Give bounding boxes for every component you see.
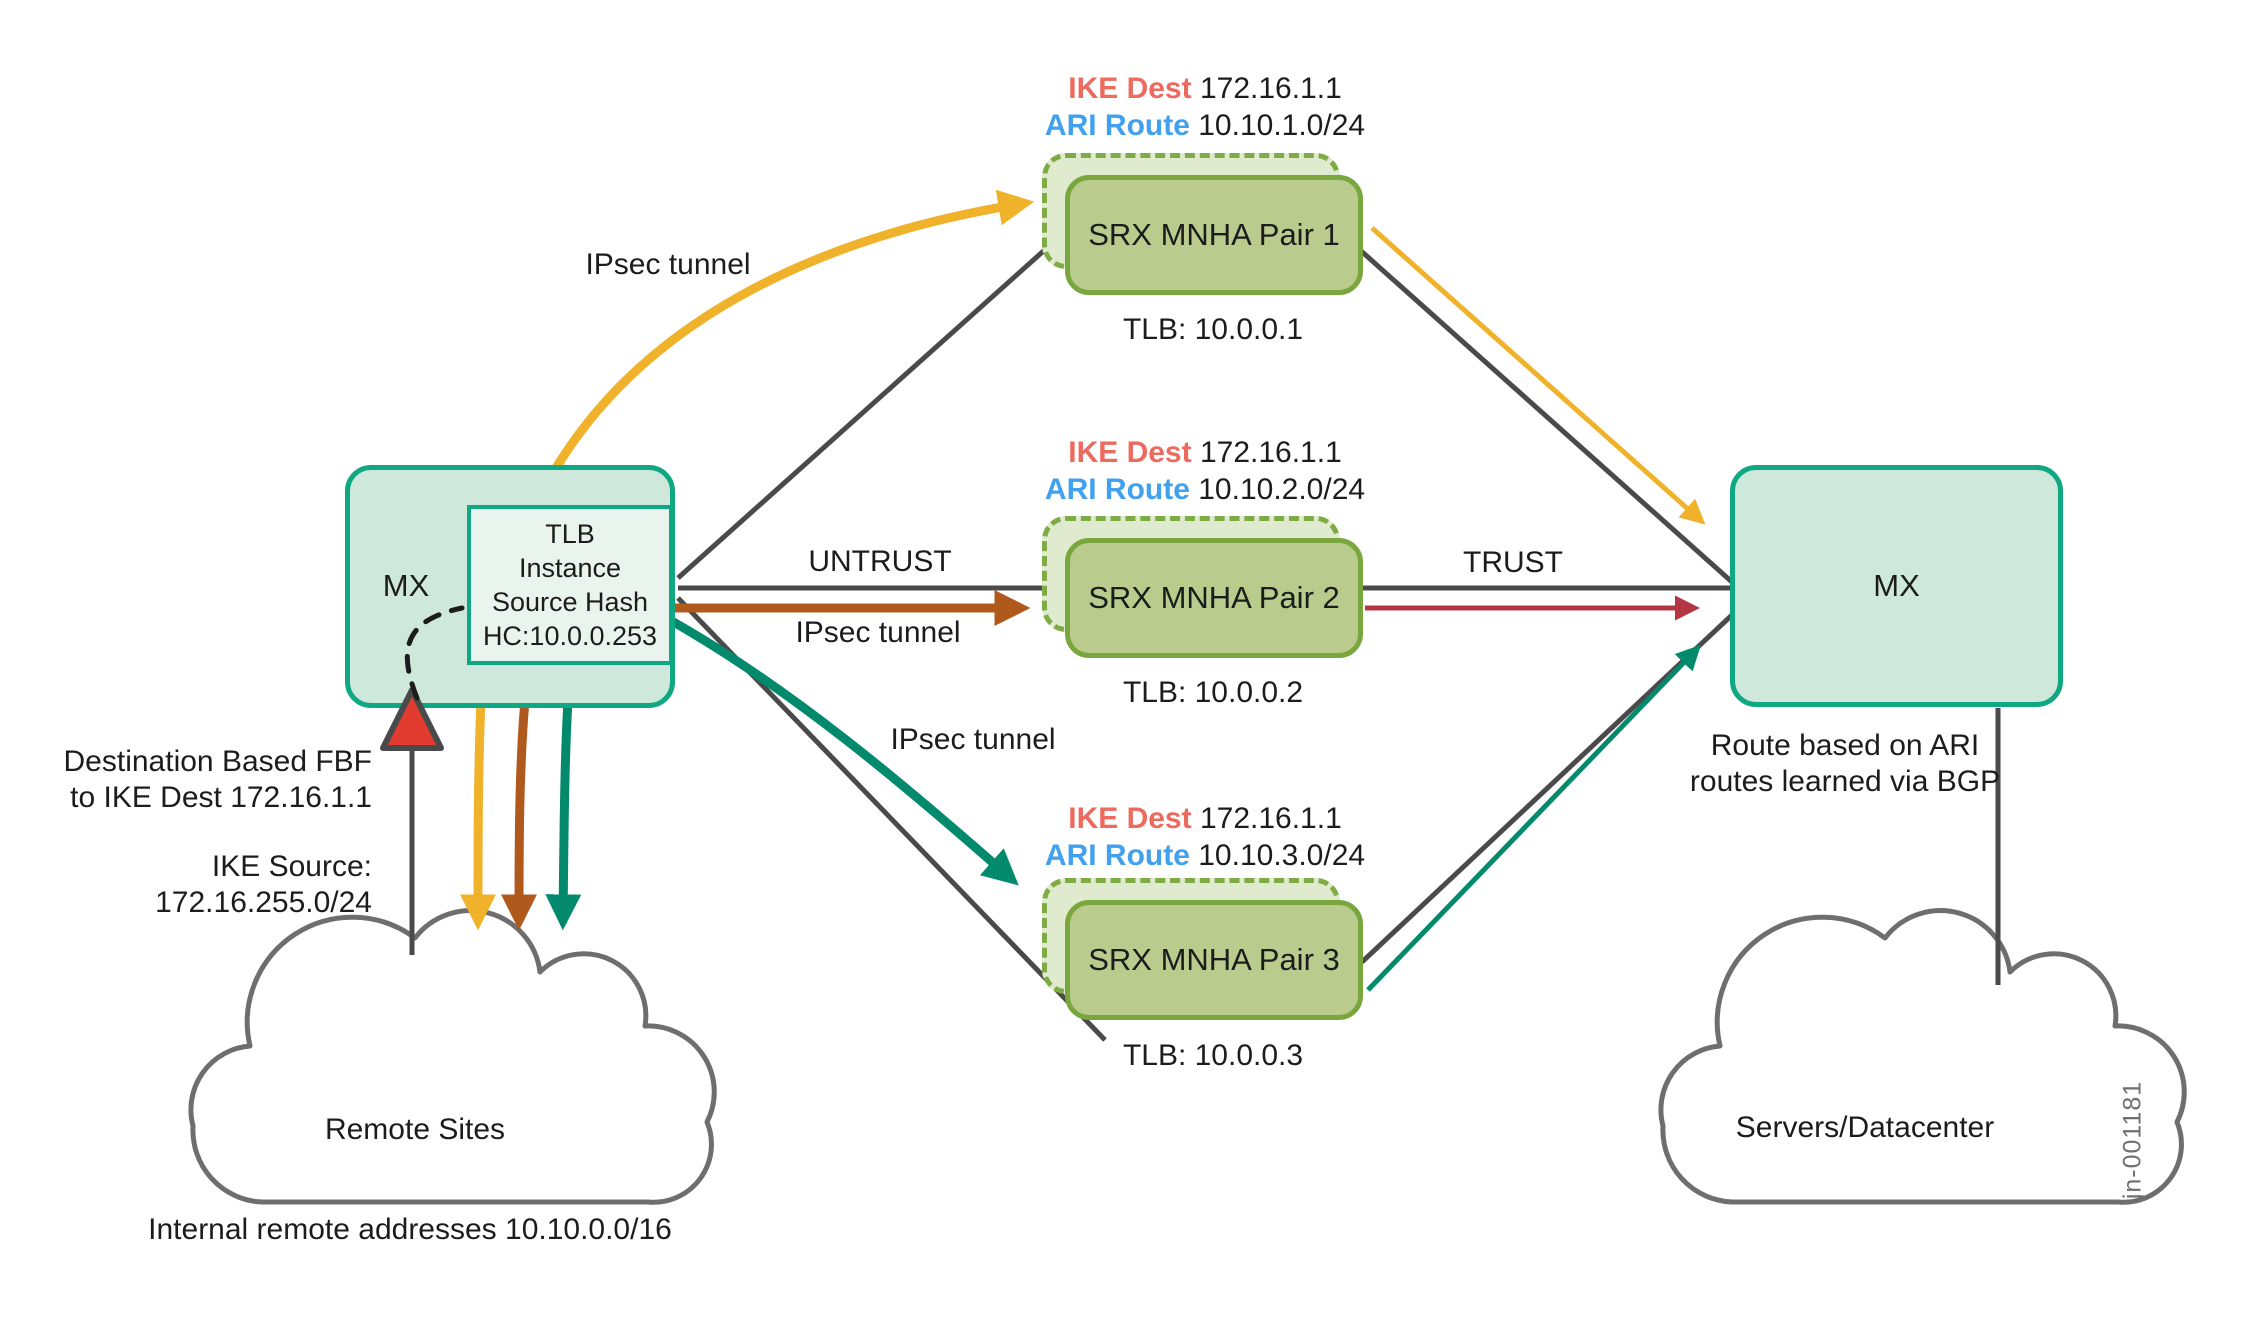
right-mx-node: MX: [1730, 465, 2063, 707]
right-mx-label: MX: [1873, 568, 1920, 603]
srx-pair2-node: SRX MNHA Pair 2: [1065, 538, 1363, 658]
pair2-caption: IKE Dest 172.16.1.1 ARI Route 10.10.2.0/…: [905, 434, 1505, 508]
pair1-ike-line: IKE Dest 172.16.1.1: [905, 70, 1505, 107]
fbf-annotation: Destination Based FBF to IKE Dest 172.16…: [40, 744, 372, 816]
datacenter-label: Servers/Datacenter: [1735, 1111, 1995, 1144]
srx-pair1-node: SRX MNHA Pair 1: [1065, 175, 1363, 295]
untrust-label: UNTRUST: [808, 545, 952, 578]
flow-pair1-to-mx-yellow-arrow: [1370, 226, 1706, 525]
ipsec-tunnel-2-label: IPsec tunnel: [795, 616, 961, 649]
ike-source-annotation: IKE Source: 172.16.255.0/24: [40, 849, 372, 921]
srx-pair2-label: SRX MNHA Pair 2: [1088, 580, 1340, 615]
ipsec-tunnel-3-label: IPsec tunnel: [890, 723, 1056, 756]
ipsec-tunnel-3-arrow: [667, 616, 1019, 886]
figure-id-watermark: jn-001181: [2118, 1080, 2147, 1200]
right-mx-caption-line2: routes learned via BGP: [1689, 765, 2001, 798]
ari-route-value: 10.10.1.0/24: [1198, 109, 1366, 142]
srx-pair3-label: SRX MNHA Pair 3: [1088, 942, 1340, 977]
ike-dest-label: IKE Dest: [1068, 436, 1192, 469]
srx-pair1-label: SRX MNHA Pair 1: [1088, 217, 1340, 252]
pair2-ike-line: IKE Dest 172.16.1.1: [905, 434, 1505, 471]
pair1-ari-line: ARI Route 10.10.1.0/24: [905, 107, 1505, 144]
right-mx-caption-line1: Route based on ARI: [1710, 729, 1980, 762]
remote-sites-label: Remote Sites: [324, 1113, 506, 1146]
pair3-ike-line: IKE Dest 172.16.1.1: [905, 800, 1505, 837]
ari-route-label: ARI Route: [1044, 109, 1190, 142]
pair3-caption: IKE Dest 172.16.1.1 ARI Route 10.10.3.0/…: [905, 800, 1505, 874]
tlb-line: Source Hash: [491, 587, 649, 617]
ike-dest-label: IKE Dest: [1068, 802, 1192, 835]
ari-route-value: 10.10.2.0/24: [1198, 473, 1366, 506]
flow-pair3-to-mx-teal-arrow: [1366, 644, 1701, 992]
fbf-line2: to IKE Dest 172.16.1.1: [70, 781, 372, 814]
fbf-line1: Destination Based FBF: [63, 745, 372, 778]
ari-route-value: 10.10.3.0/24: [1198, 839, 1366, 872]
ike-dest-label: IKE Dest: [1068, 72, 1192, 105]
ipsec-tunnel-1-label: IPsec tunnel: [585, 248, 751, 281]
pair1-tlb-caption: TLB: 10.0.0.1: [1122, 313, 1304, 346]
ike-dest-value: 172.16.1.1: [1199, 436, 1342, 469]
pair2-ari-line: ARI Route 10.10.2.0/24: [905, 471, 1505, 508]
tlb-instance-box: TLB Instance Source Hash HC:10.0.0.253: [467, 505, 673, 665]
ari-route-label: ARI Route: [1044, 839, 1190, 872]
pair2-tlb-caption: TLB: 10.0.0.2: [1122, 676, 1304, 709]
link-pair1-to-right-mx: [1358, 248, 1734, 584]
left-mx-label: MX: [382, 568, 430, 603]
pair1-caption: IKE Dest 172.16.1.1 ARI Route 10.10.1.0/…: [905, 70, 1505, 144]
tlb-line: HC:10.0.0.253: [482, 621, 658, 651]
srx-pair3-node: SRX MNHA Pair 3: [1065, 900, 1363, 1020]
link-mx-to-pair1: [676, 236, 1060, 580]
ike-dest-value: 172.16.1.1: [1199, 802, 1342, 835]
ari-route-label: ARI Route: [1044, 473, 1190, 506]
ipsec-tunnel-1-arrow: [552, 189, 1035, 471]
tlb-line: TLB: [545, 519, 595, 549]
remote-sites-caption: Internal remote addresses 10.10.0.0/16: [148, 1213, 672, 1246]
ike-source-line2: 172.16.255.0/24: [155, 886, 372, 919]
ike-source-line1: IKE Source:: [211, 850, 372, 883]
tlb-line: Instance: [518, 553, 622, 583]
pair3-ari-line: ARI Route 10.10.3.0/24: [905, 837, 1505, 874]
ike-dest-value: 172.16.1.1: [1199, 72, 1342, 105]
remote-sites-cloud: [188, 908, 717, 1205]
right-mx-caption: Route based on ARI routes learned via BG…: [1645, 728, 2045, 800]
link-pair3-to-right-mx: [1360, 613, 1734, 964]
pair3-tlb-caption: TLB: 10.0.0.3: [1122, 1039, 1304, 1072]
trust-label: TRUST: [1463, 546, 1563, 579]
datacenter-cloud: [1658, 908, 2187, 1205]
